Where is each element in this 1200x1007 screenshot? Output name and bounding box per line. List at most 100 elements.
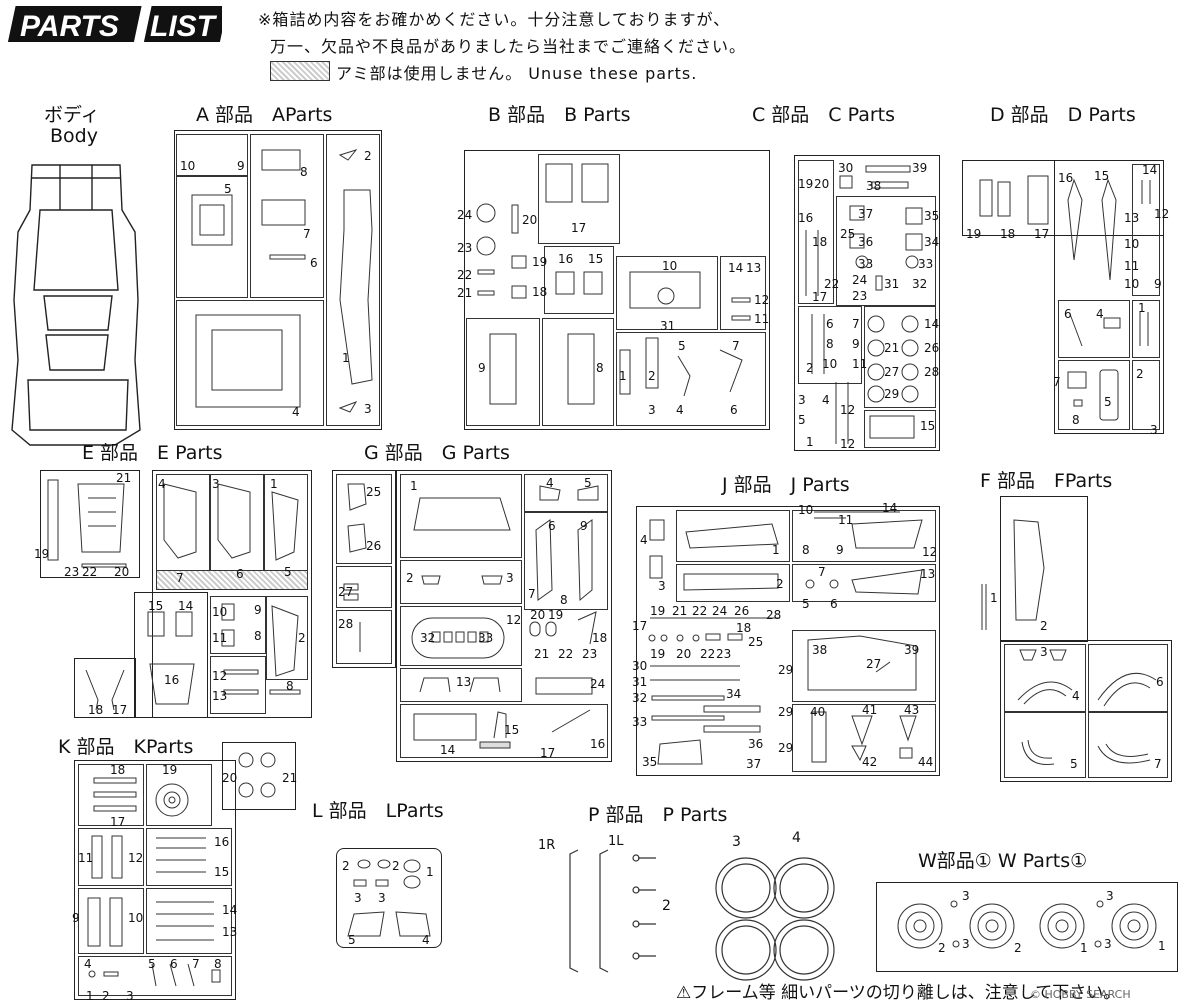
part-number-d: 2: [1136, 367, 1144, 381]
runner-e-left: [134, 592, 208, 718]
part-number-b: 2: [648, 369, 656, 383]
part-number-g: 16: [590, 737, 606, 751]
part-number-b: 1: [619, 369, 627, 383]
part-number-g: 28: [338, 617, 354, 631]
runner-d-cell: [1132, 360, 1160, 430]
parts-list-logo: PARTS LIST: [7, 6, 222, 43]
part-number-g: 27: [338, 585, 354, 599]
part-number-d: 4: [1096, 307, 1104, 321]
part-number-c: 35: [924, 209, 940, 223]
part-number-b: 15: [588, 252, 604, 266]
section-title-f: F 部品 FParts: [980, 470, 1113, 492]
part-number-b: 7: [732, 339, 740, 353]
part-number-j: 3: [658, 579, 666, 593]
part-number-j: 12: [922, 545, 938, 559]
part-number-c: 15: [920, 419, 936, 433]
part-number-b: 8: [596, 361, 604, 375]
part-number-c: 14: [924, 317, 940, 331]
part-number-g: 4: [546, 476, 554, 490]
runner-d-cell: [1058, 300, 1130, 358]
runner-b-cell: [538, 154, 620, 244]
part-number-a: 10: [180, 159, 196, 173]
part-number-b: 19: [532, 255, 548, 269]
part-number-j: 18: [736, 621, 752, 635]
part-number-b: 20: [522, 213, 538, 227]
part-number-b: 21: [457, 286, 473, 300]
part-number-b: 18: [532, 285, 548, 299]
runner-b-cell: [720, 256, 766, 330]
part-number-b: 17: [571, 221, 587, 235]
part-number-e: 19: [34, 547, 50, 561]
part-number-j: 41: [862, 703, 878, 717]
part-number-g: 3: [506, 571, 514, 585]
part-number-j: 13: [920, 567, 936, 581]
part-number-g: 1: [410, 479, 418, 493]
logo-text-list: LIST: [150, 10, 218, 43]
part-number-d: 17: [1034, 227, 1050, 241]
runner-b-cell: [544, 246, 614, 314]
part-number-k: 17: [110, 815, 126, 829]
part-number-e: 18: [88, 703, 104, 717]
runner-d-cell: [1132, 164, 1160, 296]
section-title-c: C 部品 C Parts: [752, 104, 896, 126]
part-number-j: 24: [712, 604, 728, 618]
part-number-e: 4: [158, 477, 166, 491]
part-number-d: 19: [966, 227, 982, 241]
section-title-p: P 部品 P Parts: [588, 804, 728, 826]
runner-c-cell: [798, 160, 834, 304]
runner-g-cell: [336, 566, 392, 608]
part-number-j: 26: [734, 604, 750, 618]
runner-a-cell: [176, 176, 248, 298]
part-number-k: 4: [84, 957, 92, 971]
part-number-c: 7: [852, 317, 860, 331]
part-number-j: 40: [810, 705, 826, 719]
part-number-c: 28: [924, 365, 940, 379]
section-title-body-jp: ボディ: [44, 104, 100, 126]
part-number-d: 11: [1124, 259, 1140, 273]
hobby-search-watermark: © HOBBY SEARCH: [1030, 988, 1131, 1001]
part-number-j: 37: [746, 757, 762, 771]
runner-f-cell: [1004, 644, 1086, 712]
part-number-g: 13: [456, 675, 472, 689]
part-number-c: 19: [798, 177, 814, 191]
part-number-a: 5: [224, 182, 232, 196]
part-number-b: 14: [728, 261, 744, 275]
notice-line-1: ※箱詰め内容をお確かめください。十分注意しておりますが、: [258, 10, 731, 29]
part-number-w: 3: [962, 889, 970, 903]
runner-g-cell: [400, 560, 522, 604]
part-number-e: 7: [176, 571, 184, 585]
part-number-d: 10: [1124, 237, 1140, 251]
part-number-j: 44: [918, 755, 934, 769]
runner-k-cell: [146, 764, 212, 826]
runner-a-cell: [250, 134, 324, 298]
runner-e-corner: [74, 658, 136, 718]
part-number-c: 34: [924, 235, 940, 249]
part-number-g: 6: [548, 519, 556, 533]
part-number-c: 16: [798, 211, 814, 225]
part-number-k: 18: [110, 763, 126, 777]
runner-b-cell: [542, 318, 614, 426]
runner-k: [74, 760, 236, 1000]
part-number-d: 7: [1053, 375, 1061, 389]
runner-k-cell: [78, 956, 232, 996]
frame-cutting-warning: ⚠フレーム等 細いパーツの切り離しは、注意して下さい。: [676, 983, 1121, 1003]
part-number-g: 15: [504, 723, 520, 737]
part-number-c: 4: [822, 393, 830, 407]
part-number-g: 22: [558, 647, 574, 661]
part-number-g: 14: [440, 743, 456, 757]
runner-k-cell: [78, 828, 144, 886]
part-number-c: 12: [840, 437, 856, 451]
part-number-b: 23: [457, 241, 473, 255]
part-number-c: 31: [884, 277, 900, 291]
part-number-c: 6: [826, 317, 834, 331]
part-number-j: 20: [676, 647, 692, 661]
runner-c: [794, 155, 940, 451]
part-number-k: 14: [222, 903, 238, 917]
runner-k-cell: [78, 888, 144, 954]
part-number-j: 29: [778, 705, 794, 719]
part-number-k: 19: [162, 763, 178, 777]
part-number-e: 14: [178, 599, 194, 613]
section-title-b: B 部品 B Parts: [488, 104, 631, 126]
part-number-k: 10: [128, 911, 144, 925]
runner-j-cell: [676, 564, 790, 602]
